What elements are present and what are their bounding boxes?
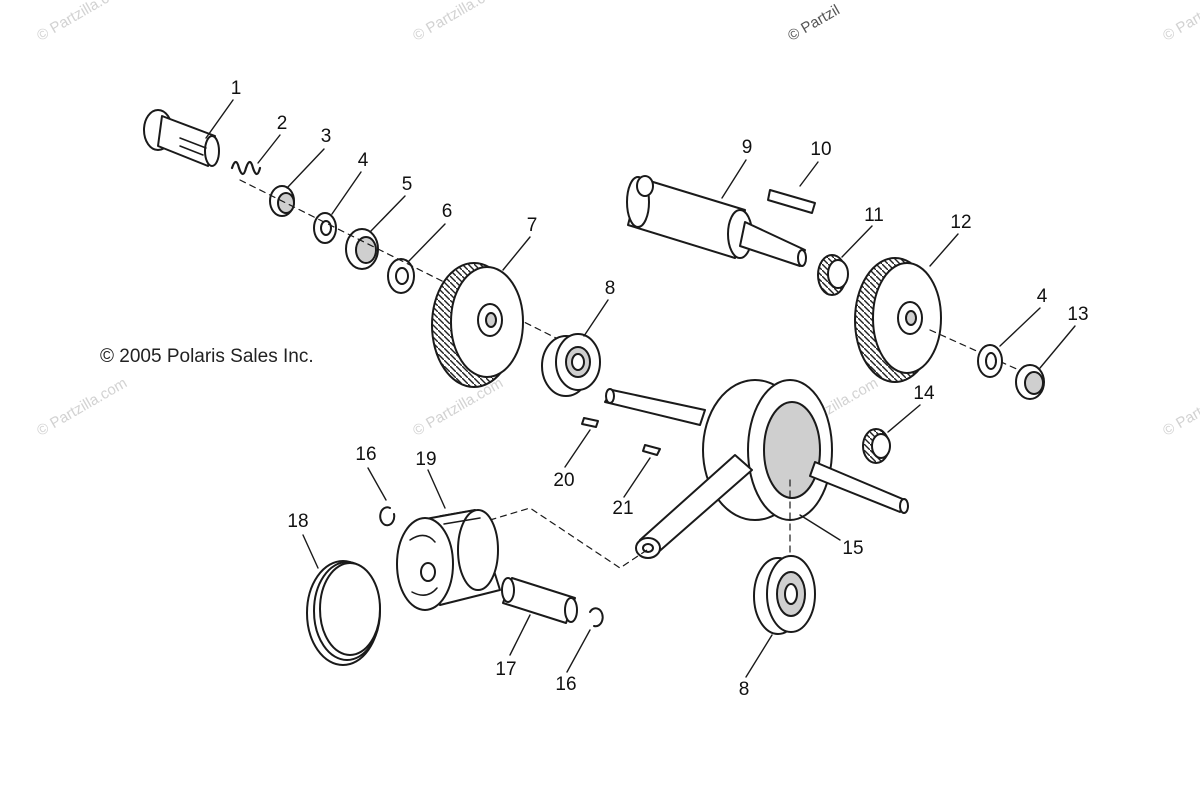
callout-12: 12 [950, 212, 972, 233]
callout-13: 13 [1067, 304, 1089, 325]
callout-15: 15 [842, 538, 864, 559]
part-4-washer [977, 344, 1003, 378]
part-11-sprocket [817, 254, 849, 296]
part-20-key [581, 417, 599, 428]
callout-2: 2 [276, 113, 288, 134]
callout-16: 16 [355, 444, 377, 465]
part-13-nut [1015, 364, 1045, 400]
part-8-bearing [753, 555, 816, 635]
callout-4: 4 [357, 150, 369, 171]
part-5-nut [345, 228, 379, 270]
part-2-spring [230, 160, 262, 176]
part-9-camshaft [626, 175, 807, 267]
part-18-rings [306, 560, 381, 666]
part-8-bearing [541, 333, 601, 397]
part-10-key [767, 189, 816, 214]
callout-16: 16 [555, 674, 577, 695]
callout-1: 1 [230, 78, 242, 99]
callout-19: 19 [415, 449, 437, 470]
copyright-notice: © 2005 Polaris Sales Inc. [100, 346, 314, 367]
part-16-clip [379, 506, 396, 527]
part-19-piston [396, 509, 501, 611]
part-6-washer [387, 258, 415, 294]
callout-10: 10 [810, 139, 832, 160]
part-4-washer [313, 212, 337, 244]
callout-17: 17 [495, 659, 517, 680]
callout-21: 21 [612, 498, 634, 519]
callout-9: 9 [741, 137, 753, 158]
callout-3: 3 [320, 126, 332, 147]
callout-8: 8 [604, 278, 616, 299]
part-14-sprocket [862, 428, 891, 464]
callout-8: 8 [738, 679, 750, 700]
part-16-clip [589, 607, 604, 628]
part-15-crankshaft [604, 379, 909, 559]
callout-6: 6 [441, 201, 453, 222]
callout-11: 11 [864, 205, 884, 226]
part-7-gear [431, 262, 524, 388]
callout-5: 5 [401, 174, 413, 195]
part-1-shaft [143, 109, 220, 167]
callout-20: 20 [553, 470, 575, 491]
leader-lines [205, 99, 1076, 678]
part-21-key [642, 444, 661, 456]
callout-14: 14 [913, 383, 935, 404]
callout-7: 7 [526, 215, 538, 236]
part-17-pin [501, 577, 578, 624]
part-12-gear [854, 257, 942, 383]
callout-4: 4 [1036, 286, 1048, 307]
callout-18: 18 [287, 511, 309, 532]
